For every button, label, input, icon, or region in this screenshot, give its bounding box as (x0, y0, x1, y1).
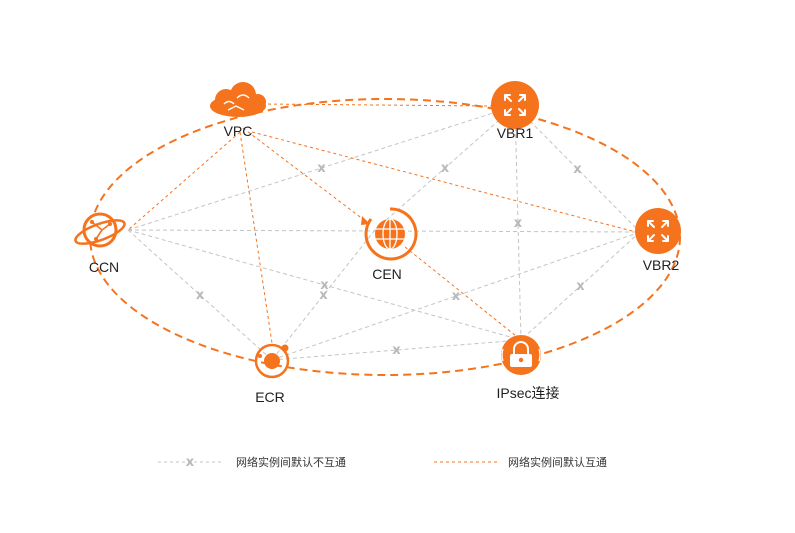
x-icon: x (392, 343, 401, 358)
orbit-icon (254, 343, 290, 379)
blocked-link-vbr2-ecr (271, 231, 641, 361)
node-vbr2[interactable]: VBR2 (635, 208, 681, 273)
x-icon: x (320, 278, 329, 293)
connected-links (127, 103, 637, 344)
blocked-links (127, 105, 641, 361)
x-icon: x (514, 216, 523, 231)
node-vpc[interactable]: VPC (210, 82, 266, 139)
blocked-link-ccn-ipsec (127, 229, 522, 341)
node-cen[interactable]: CEN (364, 207, 418, 282)
node-label: IPsec连接 (496, 385, 559, 401)
x-icon: x (441, 161, 450, 176)
node-label: VPC (224, 123, 253, 139)
legend-blocked: x 网络实例间默认不互通 (158, 455, 346, 470)
legend: x 网络实例间默认不互通 网络实例间默认互通 (158, 455, 607, 470)
node-label: ECR (255, 389, 285, 405)
router-icon (491, 81, 539, 129)
globe-icon (364, 207, 418, 261)
node-label: CEN (372, 266, 402, 282)
blocked-link-ccn-vbr2 (127, 229, 641, 233)
node-ipsec[interactable]: IPsec连接 (496, 335, 560, 401)
legend-blocked-label: 网络实例间默认不互通 (236, 455, 346, 469)
x-icon: x (196, 288, 205, 303)
connected-link-vpc-vbr1 (261, 103, 492, 107)
connected-link-vpc-ecr (239, 131, 273, 344)
x-icon: x (319, 288, 328, 303)
connected-link-vpc-cen (242, 127, 369, 224)
blocked-link-vbr1-vbr2 (514, 105, 641, 233)
node-label: CCN (89, 259, 119, 275)
connected-link-vpc-ccn (127, 131, 241, 231)
node-vbr1[interactable]: VBR1 (491, 81, 539, 141)
lock-icon (501, 335, 541, 375)
x-icon: x (186, 455, 195, 470)
node-ccn[interactable]: CCN (73, 212, 127, 275)
x-icon: x (573, 162, 582, 177)
node-label: VBR1 (497, 125, 534, 141)
blocked-link-ccn-vbr1 (127, 105, 516, 231)
legend-connected: 网络实例间默认互通 (434, 455, 607, 469)
router-icon (635, 208, 681, 254)
node-label: VBR2 (643, 257, 680, 273)
connected-link-vpc-vbr2 (251, 131, 637, 233)
connected-link-cen-ipsec (404, 246, 522, 341)
x-icon: x (576, 279, 585, 294)
globe-network-icon (74, 212, 126, 248)
cloud-icon (210, 82, 266, 117)
x-icon: x (317, 161, 326, 176)
blocked-link-ccn-ecr (127, 229, 273, 361)
blocked-link-vbr2-ipsec (520, 231, 641, 341)
node-ecr[interactable]: ECR (254, 343, 290, 406)
x-icon: x (452, 289, 461, 304)
legend-connected-label: 网络实例间默认互通 (508, 455, 607, 469)
